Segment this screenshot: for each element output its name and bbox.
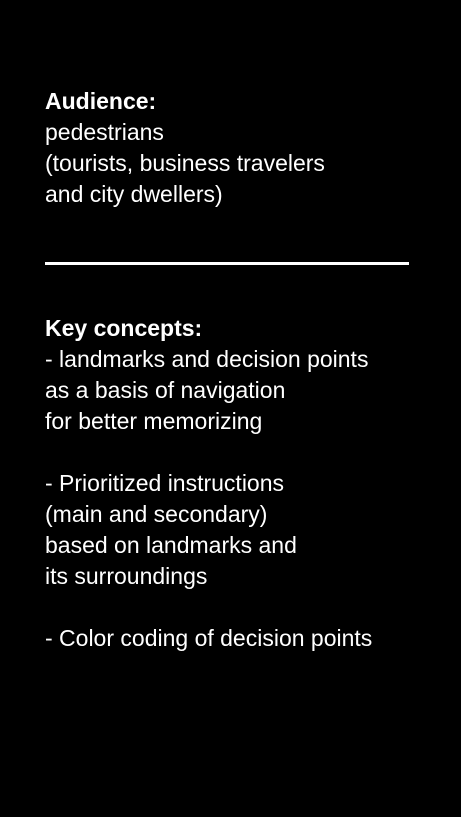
concept-line: - Color coding of decision points — [45, 625, 373, 651]
key-concepts-heading: Key concepts: — [45, 315, 203, 341]
divider — [45, 262, 409, 265]
concept-line: its surroundings — [45, 563, 208, 589]
concept-item: - landmarks and decision points as a bas… — [45, 344, 455, 437]
concept-line: - Prioritized instructions — [45, 470, 285, 496]
audience-heading: Audience: — [45, 88, 157, 114]
concept-line: - landmarks and decision points — [45, 346, 369, 372]
spacer — [45, 437, 455, 468]
audience-line: and city dwellers) — [45, 181, 223, 207]
audience-line: pedestrians — [45, 119, 164, 145]
concept-line: (main and secondary) — [45, 501, 268, 527]
spacer — [45, 592, 455, 623]
audience-section: Audience: pedestrians (tourists, busines… — [45, 86, 455, 210]
key-concepts-section: Key concepts: - landmarks and decision p… — [45, 313, 455, 654]
text-panel: Audience: pedestrians (tourists, busines… — [45, 86, 455, 654]
concept-item: - Color coding of decision points — [45, 623, 455, 654]
concept-line: for better memorizing — [45, 408, 263, 434]
concept-line: as a basis of navigation — [45, 377, 286, 403]
audience-line: (tourists, business travelers — [45, 150, 325, 176]
concept-line: based on landmarks and — [45, 532, 297, 558]
concept-item: - Prioritized instructions (main and sec… — [45, 468, 455, 592]
